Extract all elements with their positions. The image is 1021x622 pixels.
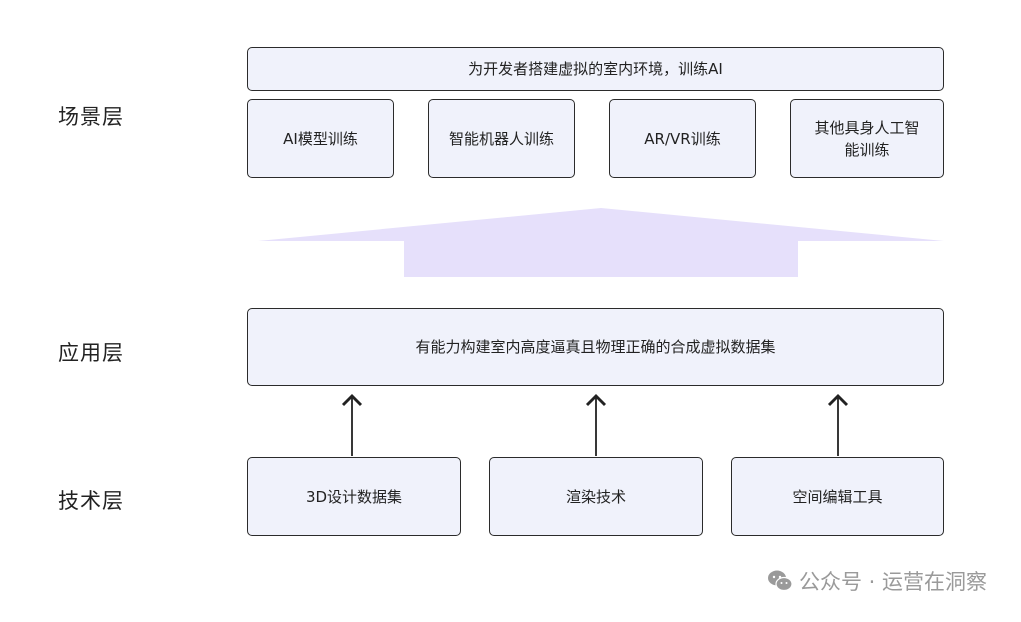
scene-box-robot-training: 智能机器人训练 (428, 99, 575, 178)
watermark: 公众号 · 运营在洞察 (767, 566, 987, 596)
tech-box-3d-dataset: 3D设计数据集 (247, 457, 461, 536)
wechat-icon (767, 570, 793, 592)
tech-box-spatial-editing: 空间编辑工具 (731, 457, 944, 536)
tech-box-rendering: 渲染技术 (489, 457, 703, 536)
layer-label-scene: 场景层 (58, 105, 124, 129)
application-box: 有能力构建室内高度逼真且物理正确的合成虚拟数据集 (247, 308, 944, 386)
scene-box-arvr-training: AR/VR训练 (609, 99, 756, 178)
scene-box-ai-model-training: AI模型训练 (247, 99, 394, 178)
layer-label-application: 应用层 (58, 341, 124, 365)
scene-banner-box: 为开发者搭建虚拟的室内环境，训练AI (247, 47, 944, 91)
watermark-text: 公众号 · 运营在洞察 (798, 570, 987, 594)
scene-box-embodied-ai-training: 其他具身人工智能训练 (790, 99, 944, 178)
big-up-arrow (258, 208, 944, 277)
layer-label-technology: 技术层 (58, 489, 124, 513)
